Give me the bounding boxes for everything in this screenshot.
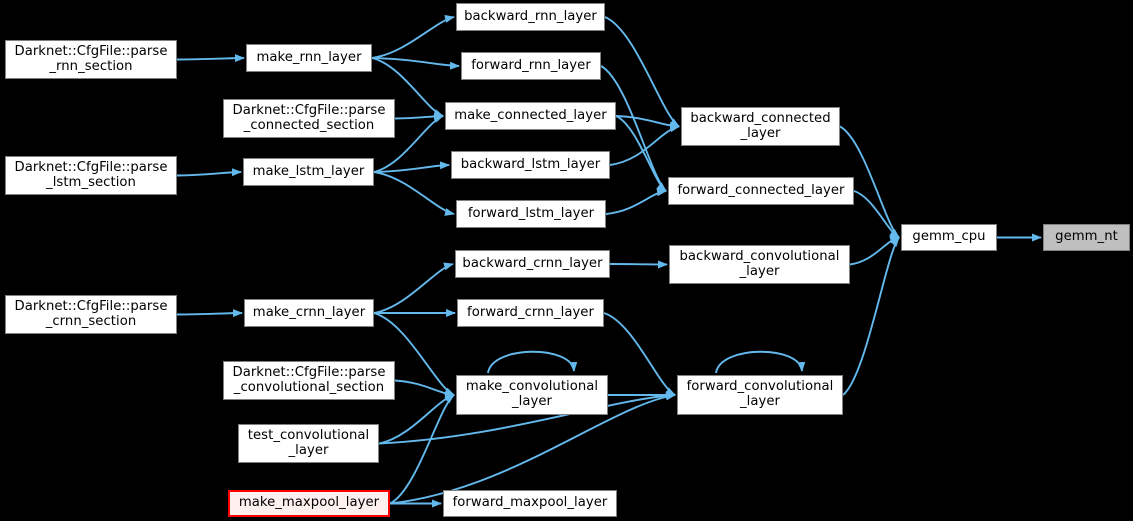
edge-forward_conv-to-forward_conv <box>715 350 806 374</box>
edge-forward_crnn-to-forward_conv <box>603 312 676 396</box>
graph-node-backward_conv[interactable]: backward_convolutional _layer <box>669 245 850 284</box>
graph-node-make_lstm[interactable]: make_lstm_layer <box>243 158 374 186</box>
edge-backward_crnn-to-backward_conv <box>609 260 668 269</box>
graph-node-make_maxpool[interactable]: make_maxpool_layer <box>228 490 390 517</box>
graph-node-parse_conv[interactable]: Darknet::CfgFile::parse _convolutional_s… <box>223 361 395 400</box>
graph-node-gemm_cpu[interactable]: gemm_cpu <box>901 224 997 251</box>
edge-parse_lstm-to-make_lstm <box>176 168 242 177</box>
graph-node-backward_connected[interactable]: backward_connected _layer <box>681 107 840 146</box>
graph-node-parse_connected[interactable]: Darknet::CfgFile::parse _connected_secti… <box>223 99 395 138</box>
edge-parse_crnn-to-make_crnn <box>176 309 243 318</box>
edge-test_conv-to-forward_conv <box>378 391 676 445</box>
graph-node-forward_connected[interactable]: forward_connected_layer <box>668 177 854 205</box>
graph-node-backward_rnn[interactable]: backward_rnn_layer <box>456 3 605 31</box>
edge-make_rnn-to-backward_rnn <box>371 15 455 59</box>
graph-node-make_conv[interactable]: make_convolutional _layer <box>456 375 608 415</box>
edge-forward_connected-to-gemm_cpu <box>853 190 900 239</box>
graph-node-forward_rnn[interactable]: forward_rnn_layer <box>461 52 601 80</box>
edge-forward_conv-to-gemm_cpu <box>842 236 900 396</box>
graph-node-test_conv[interactable]: test_convolutional _layer <box>238 424 379 463</box>
graph-node-backward_crnn[interactable]: backward_crnn_layer <box>455 250 610 278</box>
edge-make_conv-to-make_conv <box>487 350 578 374</box>
graph-node-backward_lstm[interactable]: backward_lstm_layer <box>451 151 610 179</box>
edge-parse_connected-to-make_connected <box>394 112 444 121</box>
graph-node-make_crnn[interactable]: make_crnn_layer <box>244 299 374 327</box>
graph-node-forward_conv[interactable]: forward_convolutional _layer <box>677 375 843 415</box>
edge-make_maxpool-to-forward_conv <box>389 392 676 505</box>
edge-make_connected-to-forward_connected <box>615 115 667 192</box>
graph-node-gemm_nt[interactable]: gemm_nt <box>1043 224 1130 251</box>
edge-backward_rnn-to-backward_connected <box>604 16 680 128</box>
edge-make_rnn-to-forward_rnn <box>371 57 460 70</box>
graph-node-forward_lstm[interactable]: forward_lstm_layer <box>456 200 606 228</box>
edge-parse_rnn-to-make_rnn <box>176 54 245 63</box>
edge-backward_lstm-to-backward_connected <box>609 124 680 166</box>
edge-make_crnn-to-backward_crnn <box>373 262 454 314</box>
edge-forward_lstm-to-forward_connected <box>605 188 667 215</box>
graph-node-parse_crnn[interactable]: Darknet::CfgFile::parse _crnn_section <box>5 295 177 334</box>
graph-node-make_connected[interactable]: make_connected_layer <box>445 102 616 130</box>
edge-make_lstm-to-backward_lstm <box>373 161 450 173</box>
graph-node-forward_crnn[interactable]: forward_crnn_layer <box>457 299 604 327</box>
edge-make_connected-to-backward_connected <box>615 115 680 130</box>
edge-make_lstm-to-forward_lstm <box>373 171 455 216</box>
graph-node-parse_lstm[interactable]: Darknet::CfgFile::parse _lstm_section <box>5 156 177 195</box>
graph-node-make_rnn[interactable]: make_rnn_layer <box>246 44 372 72</box>
edge-backward_conv-to-gemm_cpu <box>849 235 900 266</box>
edge-make_crnn-to-make_conv <box>373 312 455 396</box>
graph-node-forward_maxpool[interactable]: forward_maxpool_layer <box>443 490 617 517</box>
edge-test_conv-to-make_conv <box>378 393 455 445</box>
edge-make_maxpool-to-make_conv <box>389 394 455 505</box>
edge-make_lstm-to-make_connected <box>373 115 444 173</box>
graph-node-parse_rnn[interactable]: Darknet::CfgFile::parse _rnn_section <box>5 40 177 79</box>
